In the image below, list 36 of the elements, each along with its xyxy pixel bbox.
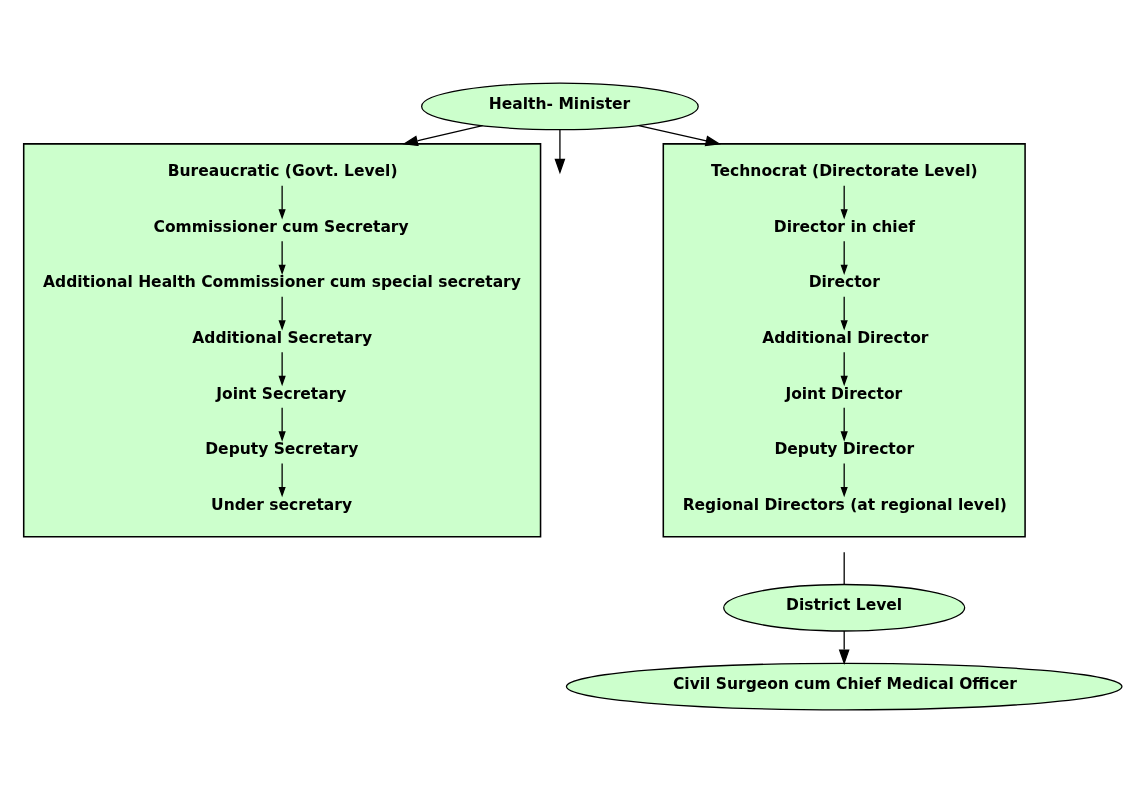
arrow — [840, 184, 848, 219]
arrow — [638, 124, 722, 146]
node-ellipse: Health- Minister — [421, 82, 699, 130]
cluster — [662, 142, 1026, 537]
node-text: Commissioner cum Secretary — [153, 217, 409, 236]
arrow — [840, 462, 848, 497]
node-text: Bureaucratic (Govt. Level) — [167, 161, 398, 180]
arrow — [838, 629, 850, 665]
node-text: Deputy Secretary — [205, 439, 359, 458]
arrow — [402, 124, 484, 146]
arrow — [840, 351, 848, 386]
node-text: Under secretary — [211, 495, 353, 514]
node-text: Additional Health Commissioner cum special secretary — [43, 272, 521, 291]
arrow — [554, 128, 566, 174]
node-text: Regional Directors (at regional level) — [682, 495, 1007, 514]
arrow — [278, 240, 286, 275]
arrow — [840, 240, 848, 275]
arrow — [278, 406, 286, 442]
node-text: Additional Director — [762, 328, 929, 347]
node-text: Joint Secretary — [216, 384, 347, 403]
arrow — [840, 406, 848, 442]
node-text: Additional Secretary — [192, 328, 373, 347]
node-text: Joint Director — [785, 384, 903, 403]
node-ellipse: District Level — [723, 583, 966, 632]
arrow — [840, 295, 848, 331]
cluster — [22, 142, 542, 537]
node-text: Director in chief — [773, 217, 915, 236]
node-text: Technocrat (Directorate Level) — [711, 161, 978, 180]
arrow — [278, 295, 286, 331]
arrow — [278, 351, 286, 386]
node-ellipse: Civil Surgeon cum Chief Medical Officer — [565, 662, 1123, 710]
node-text: Deputy Director — [774, 439, 915, 458]
node-text: Director — [808, 272, 880, 291]
arrow — [278, 462, 286, 497]
arrow — [278, 184, 286, 219]
connector — [843, 551, 845, 585]
